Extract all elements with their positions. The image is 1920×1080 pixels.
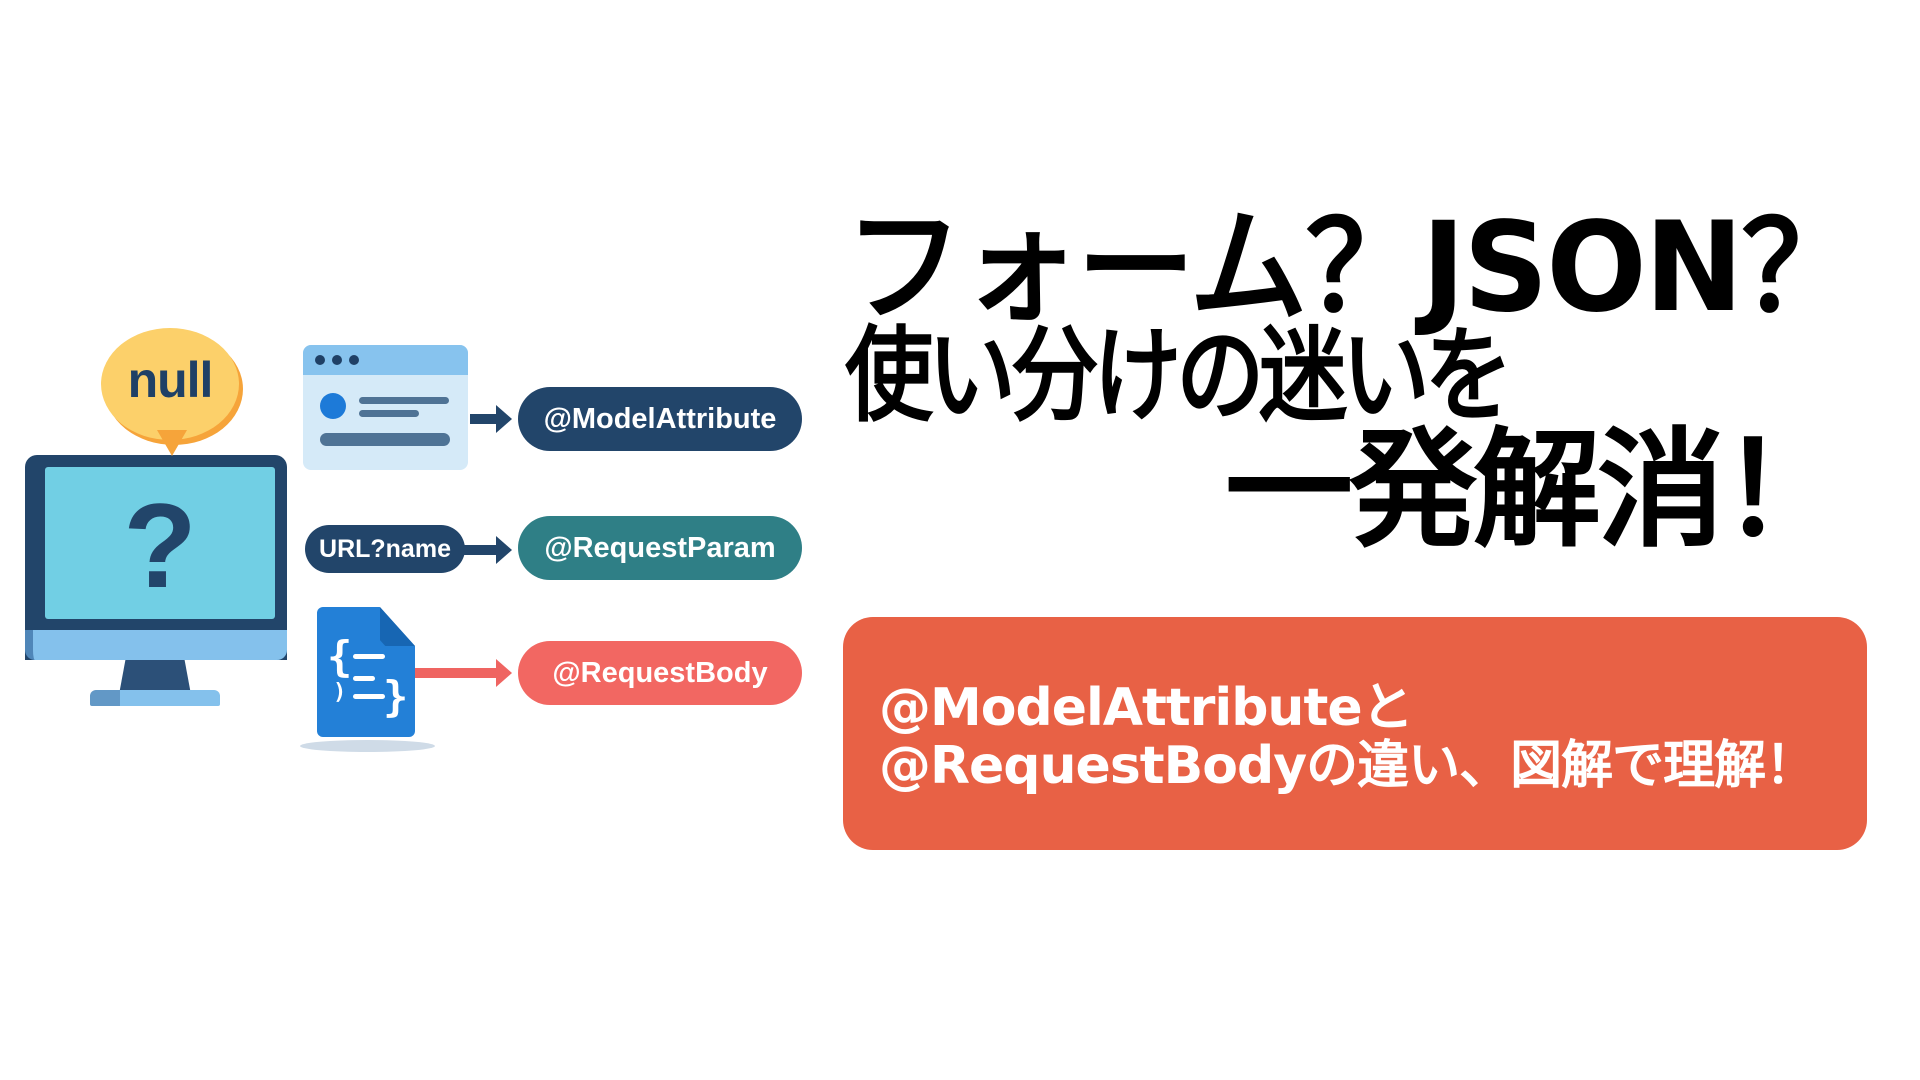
headline-line-1: フォーム？JSON？ [845, 194, 1859, 340]
arrow-right-icon [415, 659, 512, 687]
brace-close: } [383, 672, 409, 721]
form-field [320, 433, 450, 446]
model-attribute-pill: @ModelAttribute [518, 387, 802, 451]
paren-glyph: ) [333, 680, 347, 705]
code-line [353, 694, 385, 699]
subtitle-text: @ModelAttributeと @RequestBodyの違い、図解で理解！ [879, 678, 1817, 796]
arrow-right-icon [470, 405, 512, 433]
subtitle-line-1: @ModelAttributeと [879, 678, 1414, 738]
arrow-right-icon [462, 536, 512, 564]
json-braces-icon: { ) } [327, 632, 409, 722]
monitor-screen: ? [45, 467, 275, 619]
speech-bubble-tail [157, 430, 187, 456]
window-dot-icon [349, 355, 359, 365]
illustration: ? null @ModelAttribute URL?name @Request… [0, 0, 820, 1080]
request-param-pill: @RequestParam [518, 516, 802, 580]
monitor-base [90, 690, 220, 706]
bubble-text: null [127, 352, 214, 408]
monitor-chin [25, 630, 287, 660]
headline-line-2: 使い分けの迷いを [845, 316, 1513, 437]
code-line [353, 676, 375, 681]
subtitle-banner: @ModelAttributeと @RequestBodyの違い、図解で理解！ [843, 617, 1867, 850]
form-line [359, 397, 449, 404]
document-shadow [300, 740, 435, 752]
browser-form-icon [303, 345, 468, 470]
form-line [359, 410, 419, 417]
avatar-icon [320, 393, 346, 419]
brace-open: { [327, 632, 353, 681]
subtitle-line-2: @RequestBodyの違い、図解で理解！ [879, 736, 1817, 796]
question-mark-icon: ? [123, 479, 197, 613]
request-body-pill: @RequestBody [518, 641, 802, 705]
browser-title-bar [303, 345, 468, 375]
window-dot-icon [332, 355, 342, 365]
url-query-pill: URL?name [305, 525, 465, 573]
window-dot-icon [315, 355, 325, 365]
code-line [353, 654, 385, 659]
headline-line-3: 一発解消！ [1224, 416, 1849, 565]
speech-bubble-icon: null [101, 328, 239, 440]
